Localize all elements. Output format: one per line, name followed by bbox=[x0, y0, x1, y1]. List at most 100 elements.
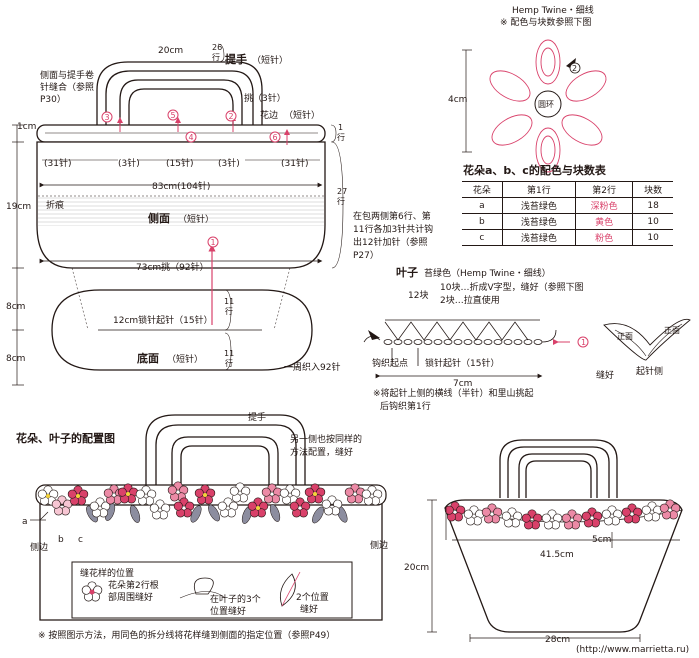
svg-text:28cm: 28cm bbox=[545, 635, 570, 645]
svg-text:挑（3针）: 挑（3针） bbox=[244, 92, 286, 104]
svg-text:11行各加3针共计钩: 11行各加3针共计钩 bbox=[353, 223, 433, 235]
svg-text:花边: 花边 bbox=[260, 109, 278, 121]
svg-text:在包两侧第6行、第: 在包两侧第6行、第 bbox=[353, 210, 431, 222]
svg-text:出12针加针（参照: 出12针加针（参照 bbox=[353, 236, 427, 248]
svg-text:1cm: 1cm bbox=[17, 122, 36, 132]
svg-text:41.5cm: 41.5cm bbox=[540, 550, 574, 560]
marker-5: 5 bbox=[170, 111, 175, 120]
svg-text:8cm: 8cm bbox=[6, 354, 25, 364]
watermark: (http://www.marrietta.ru) bbox=[576, 645, 689, 655]
marker-4: 4 bbox=[188, 133, 193, 142]
leaf-title: 叶子 bbox=[396, 265, 418, 279]
table-header-row: 花朵 第1行 第2行 块数 bbox=[462, 181, 673, 198]
svg-text:行: 行 bbox=[212, 52, 220, 62]
svg-text:83cm(104针): 83cm(104针) bbox=[152, 180, 210, 192]
svg-text:(3针): (3针) bbox=[118, 157, 140, 169]
svg-text:1: 1 bbox=[581, 338, 586, 347]
svg-text:20cm: 20cm bbox=[404, 563, 429, 573]
svg-text:2个位置: 2个位置 bbox=[296, 591, 329, 603]
svg-text:4cm: 4cm bbox=[448, 95, 467, 105]
svg-text:侧面与提手卷: 侧面与提手卷 bbox=[40, 69, 94, 81]
marker-6: 6 bbox=[272, 133, 277, 142]
svg-text:（短针）: （短针） bbox=[252, 54, 288, 66]
svg-text:2块…拉直使用: 2块…拉直使用 bbox=[440, 294, 500, 306]
col-row2: 第2行 bbox=[575, 181, 634, 198]
svg-text:5cm: 5cm bbox=[592, 535, 611, 545]
svg-text:起针侧: 起针侧 bbox=[636, 365, 663, 377]
svg-text:侧边: 侧边 bbox=[30, 541, 48, 553]
color-count-table: 花朵 第1行 第2行 块数 a 浅苔绿色 深粉色 18 b 浅苔绿色 黄色 10… bbox=[462, 181, 673, 246]
col-flower: 花朵 bbox=[462, 181, 503, 198]
col-row1: 第1行 bbox=[502, 181, 577, 198]
svg-text:缝花样的位置: 缝花样的位置 bbox=[80, 567, 134, 579]
svg-text:12cm锁针起针（15针）: 12cm锁针起针（15针） bbox=[113, 314, 213, 326]
svg-text:缝好: 缝好 bbox=[300, 603, 318, 615]
svg-text:方法配置，缝好: 方法配置，缝好 bbox=[290, 446, 353, 458]
svg-text:锁针起针（15针）: 锁针起针（15针） bbox=[425, 357, 499, 369]
svg-text:73cm挑（92针）: 73cm挑（92针） bbox=[136, 261, 209, 273]
pattern-labels: 20cm 26 行 提手 （短针） 侧面与提手卷 针缝合（参照 P30） 挑（3… bbox=[6, 43, 433, 373]
svg-text:10块…折成V字型，缝好（参照下图: 10块…折成V字型，缝好（参照下图 bbox=[440, 281, 584, 293]
svg-text:a: a bbox=[22, 517, 28, 527]
svg-text:12块: 12块 bbox=[408, 289, 428, 301]
svg-text:提手: 提手 bbox=[248, 411, 266, 423]
marker-3: 3 bbox=[104, 113, 109, 122]
table-row: c 浅苔绿色 粉色 10 bbox=[462, 229, 673, 246]
svg-text:b: b bbox=[58, 535, 64, 545]
round-markers: 3 5 4 2 6 1 bbox=[101, 109, 281, 248]
svg-text:苔绿色（Hemp Twine・细线）: 苔绿色（Hemp Twine・细线） bbox=[424, 267, 551, 279]
svg-text:行: 行 bbox=[225, 306, 233, 316]
svg-text:行: 行 bbox=[337, 196, 345, 206]
arrangement-title: 花朵、叶子的配置图 bbox=[16, 431, 115, 445]
handle-title: 提手 bbox=[225, 52, 247, 66]
svg-text:（短针）: （短针） bbox=[167, 353, 203, 365]
svg-text:底面: 底面 bbox=[137, 351, 159, 365]
svg-text:※ 按照图示方法，用同色的拆分线将花样缝到侧面的指定位置（参: ※ 按照图示方法，用同色的拆分线将花样缝到侧面的指定位置（参照P49） bbox=[38, 629, 335, 641]
svg-text:圆环: 圆环 bbox=[538, 100, 554, 109]
svg-text:折痕: 折痕 bbox=[46, 199, 64, 211]
svg-text:位置缝好: 位置缝好 bbox=[210, 605, 246, 617]
svg-text:后钩织第1行: 后钩织第1行 bbox=[380, 400, 431, 412]
svg-text:P30）: P30） bbox=[40, 94, 66, 105]
handle-rows: 26 bbox=[212, 43, 222, 52]
svg-text:c: c bbox=[78, 535, 83, 545]
svg-text:正面: 正面 bbox=[617, 332, 633, 341]
svg-text:※ 配色与块数参照下图: ※ 配色与块数参照下图 bbox=[500, 16, 591, 28]
handle-length: 20cm bbox=[158, 46, 183, 56]
svg-text:一周织入92针: 一周织入92针 bbox=[284, 361, 340, 373]
svg-text:1: 1 bbox=[338, 123, 343, 132]
svg-text:P27）: P27） bbox=[353, 250, 379, 261]
svg-text:11: 11 bbox=[224, 349, 234, 358]
leaf-chart bbox=[363, 318, 691, 379]
svg-text:2: 2 bbox=[572, 64, 577, 73]
color-table-title: 花朵a、b、c的配色与块数表 bbox=[463, 163, 607, 177]
svg-text:19cm: 19cm bbox=[6, 202, 31, 212]
flower-motif-chart bbox=[462, 39, 607, 173]
table-row: a 浅苔绿色 深粉色 18 bbox=[462, 197, 673, 214]
svg-text:缝好: 缝好 bbox=[596, 369, 614, 381]
svg-text:（短针）: （短针） bbox=[178, 213, 214, 225]
svg-text:(15针): (15针) bbox=[166, 157, 193, 169]
svg-text:钩织起点: 钩织起点 bbox=[372, 357, 408, 369]
svg-text:侧面: 侧面 bbox=[148, 211, 170, 225]
svg-text:侧边: 侧边 bbox=[370, 539, 388, 551]
svg-text:另一侧也按同样的: 另一侧也按同样的 bbox=[290, 433, 362, 445]
bag-pattern bbox=[12, 43, 344, 386]
svg-text:8cm: 8cm bbox=[6, 302, 25, 312]
svg-text:行: 行 bbox=[225, 358, 233, 368]
svg-text:在叶子的3个: 在叶子的3个 bbox=[210, 593, 261, 605]
table-row: b 浅苔绿色 黄色 10 bbox=[462, 213, 673, 230]
marker-1: 1 bbox=[210, 238, 215, 247]
svg-text:(31针): (31针) bbox=[44, 157, 71, 169]
svg-text:部周围缝好: 部周围缝好 bbox=[108, 591, 153, 603]
svg-text:(3针): (3针) bbox=[218, 157, 240, 169]
svg-text:(31针): (31针) bbox=[281, 157, 308, 169]
arrangement-bag bbox=[30, 414, 387, 621]
svg-text:27: 27 bbox=[337, 187, 347, 196]
svg-text:7cm: 7cm bbox=[453, 379, 472, 389]
svg-text:（短针）: （短针） bbox=[284, 109, 320, 121]
marker-2: 2 bbox=[228, 112, 233, 121]
col-count: 块数 bbox=[632, 181, 673, 198]
svg-text:针缝合（参照: 针缝合（参照 bbox=[40, 81, 94, 93]
motif-yarn: Hemp Twine・细线 bbox=[512, 4, 594, 16]
